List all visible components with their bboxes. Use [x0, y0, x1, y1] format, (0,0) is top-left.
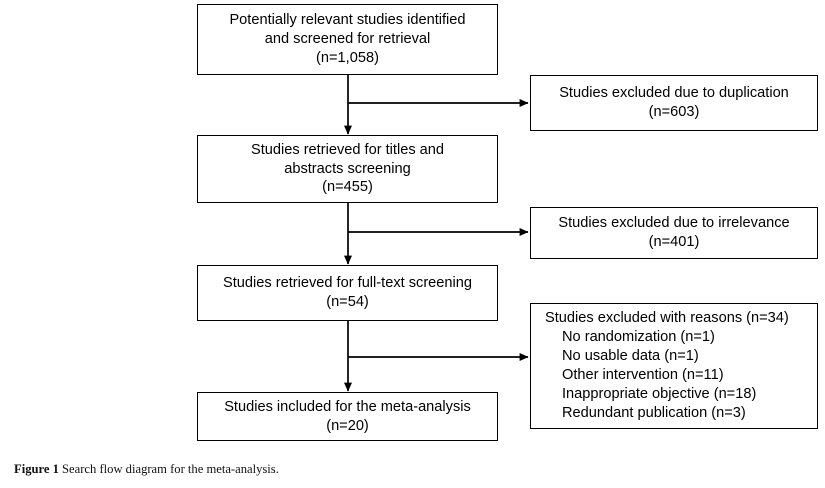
- exclusion-reason: Redundant publication (n=3): [562, 404, 746, 421]
- node-count: (n=603): [648, 104, 700, 120]
- node-line: Studies excluded due to duplication: [559, 85, 789, 102]
- node-studies-retrieved-fulltext: Studies retrieved for full-text screenin…: [197, 265, 498, 321]
- node-line: Studies included for the meta-analysis: [224, 398, 471, 415]
- figure-caption-text: Search flow diagram for the meta-analysi…: [58, 462, 279, 476]
- node-line: Potentially relevant studies identified: [229, 12, 466, 29]
- node-count: (n=401): [648, 234, 700, 250]
- node-studies-excluded-irrelevance: Studies excluded due to irrelevance (n=4…: [530, 207, 818, 259]
- exclusion-reason: No usable data (n=1): [562, 348, 699, 365]
- node-studies-included-meta-analysis: Studies included for the meta-analysis (…: [197, 392, 498, 441]
- exclusion-reason: No randomization (n=1): [562, 329, 715, 346]
- node-line: Studies retrieved for titles and: [250, 141, 445, 158]
- node-studies-excluded-duplication: Studies excluded due to duplication (n=6…: [530, 75, 818, 131]
- node-count: (n=20): [326, 417, 369, 434]
- node-studies-excluded-with-reasons: Studies excluded with reasons (n=34) No …: [530, 303, 818, 429]
- figure-caption-label: Figure 1: [14, 462, 59, 476]
- node-line: and screened for retrieval: [264, 31, 431, 48]
- node-count: (n=1,058): [316, 49, 379, 66]
- figure-caption: Figure 1 Search flow diagram for the met…: [14, 462, 614, 477]
- exclusion-heading: Studies excluded with reasons (n=34): [545, 310, 789, 327]
- exclusion-reason: Inappropriate objective (n=18): [562, 385, 757, 402]
- node-studies-retrieved-titles-abstracts: Studies retrieved for titles and abstrac…: [197, 135, 498, 203]
- node-line: Studies retrieved for full-text screenin…: [222, 275, 473, 292]
- node-potentially-relevant-studies: Potentially relevant studies identified …: [197, 4, 498, 75]
- node-line: abstracts screening: [284, 160, 411, 177]
- node-count: (n=54): [326, 294, 369, 310]
- node-count: (n=455): [322, 179, 373, 196]
- node-line: Studies excluded due to irrelevance: [558, 215, 790, 232]
- exclusion-reason: Other intervention (n=11): [562, 367, 724, 383]
